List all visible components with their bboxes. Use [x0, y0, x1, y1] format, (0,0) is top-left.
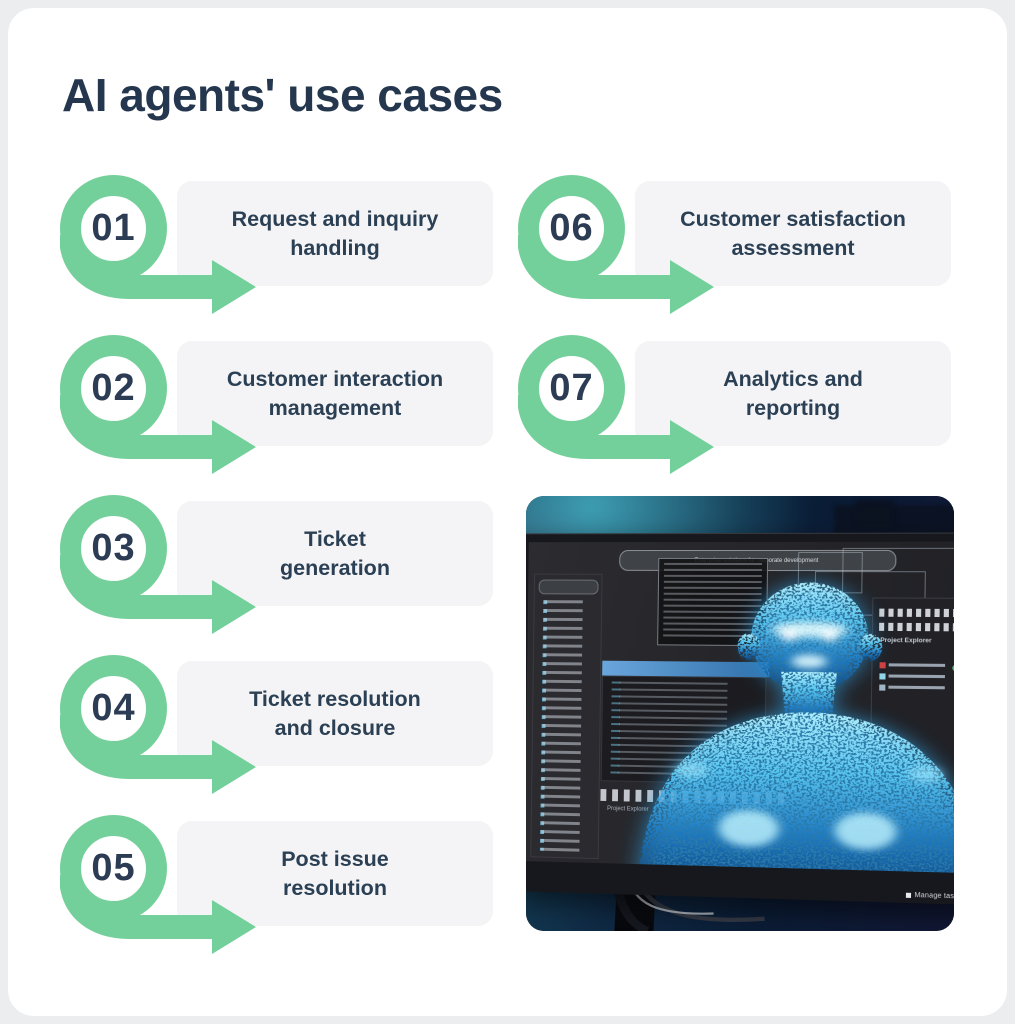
step-marker: 07	[518, 335, 723, 485]
step-marker: 05	[60, 815, 265, 965]
file-tree-sidebar	[530, 573, 603, 859]
loop-arrow-icon	[60, 495, 256, 634]
use-case-label-box: Customer satisfaction assessment	[635, 181, 951, 286]
use-case-label: Post issue resolution	[281, 847, 389, 900]
file-tree-rows	[535, 600, 598, 853]
loop-arrow-icon	[60, 815, 256, 954]
use-case-label: Analytics and reporting	[723, 367, 863, 420]
loop-arrow-icon	[60, 335, 256, 474]
use-case-label-box: Request and inquiry handling	[177, 181, 493, 286]
step-marker: 02	[60, 335, 265, 485]
step-marker: 04	[60, 655, 265, 805]
loop-arrow-icon	[60, 655, 256, 794]
use-case-label-box: Customer interaction management	[177, 341, 493, 446]
loop-arrow-icon	[518, 175, 714, 314]
manage-tasks-icon	[906, 892, 912, 898]
use-case-label-box: Ticket generation	[177, 501, 493, 606]
use-case-item-03: Ticket generation 03	[60, 495, 560, 655]
use-case-label-box: Ticket resolution and closure	[177, 661, 493, 766]
use-case-item-04: Ticket resolution and closure 04	[60, 655, 560, 815]
use-case-label: Customer satisfaction assessment	[680, 207, 906, 260]
background-monitor-silhouette	[855, 500, 895, 527]
use-case-item-07: Analytics and reporting 07	[518, 335, 1015, 495]
search-field	[539, 579, 599, 594]
step-marker: 03	[60, 495, 265, 645]
step-number: 05	[91, 847, 136, 889]
step-number: 07	[549, 367, 594, 409]
use-case-item-06: Customer satisfaction assessment 06	[518, 175, 1015, 335]
ai-hologram-photo: Enterprise solutions for corporate devel…	[526, 496, 954, 931]
page-title: AI agents' use cases	[62, 69, 503, 121]
step-number: 04	[91, 687, 136, 729]
step-marker: 01	[60, 175, 265, 325]
step-number: 02	[91, 367, 136, 409]
step-number: 03	[91, 527, 136, 569]
use-case-label: Customer interaction management	[226, 367, 444, 420]
step-number: 06	[549, 207, 594, 249]
use-case-item-01: Request and inquiry handling 01	[60, 175, 560, 335]
monitor-screen: Enterprise solutions for corporate devel…	[526, 541, 954, 874]
use-case-label-box: Analytics and reporting	[635, 341, 951, 446]
use-case-label: Ticket generation	[280, 527, 390, 580]
loop-arrow-icon	[60, 175, 256, 314]
step-number: 01	[91, 207, 136, 249]
use-case-label: Ticket resolution and closure	[249, 687, 421, 740]
step-marker: 06	[518, 175, 723, 325]
use-case-label-box: Post issue resolution	[177, 821, 493, 926]
infographic-card: AI agents' use cases Request and inquiry…	[8, 8, 1007, 1016]
manage-tasks-status: Manage tasks	[906, 891, 954, 901]
use-case-item-05: Post issue resolution 05	[60, 815, 560, 975]
hologram-human-figure	[638, 582, 954, 874]
manage-tasks-label: Manage tasks	[914, 891, 954, 901]
loop-arrow-icon	[518, 335, 714, 474]
monitor: Enterprise solutions for corporate devel…	[526, 532, 954, 906]
use-case-item-02: Customer interaction management 02	[60, 335, 560, 495]
use-case-label: Request and inquiry handling	[231, 207, 439, 260]
